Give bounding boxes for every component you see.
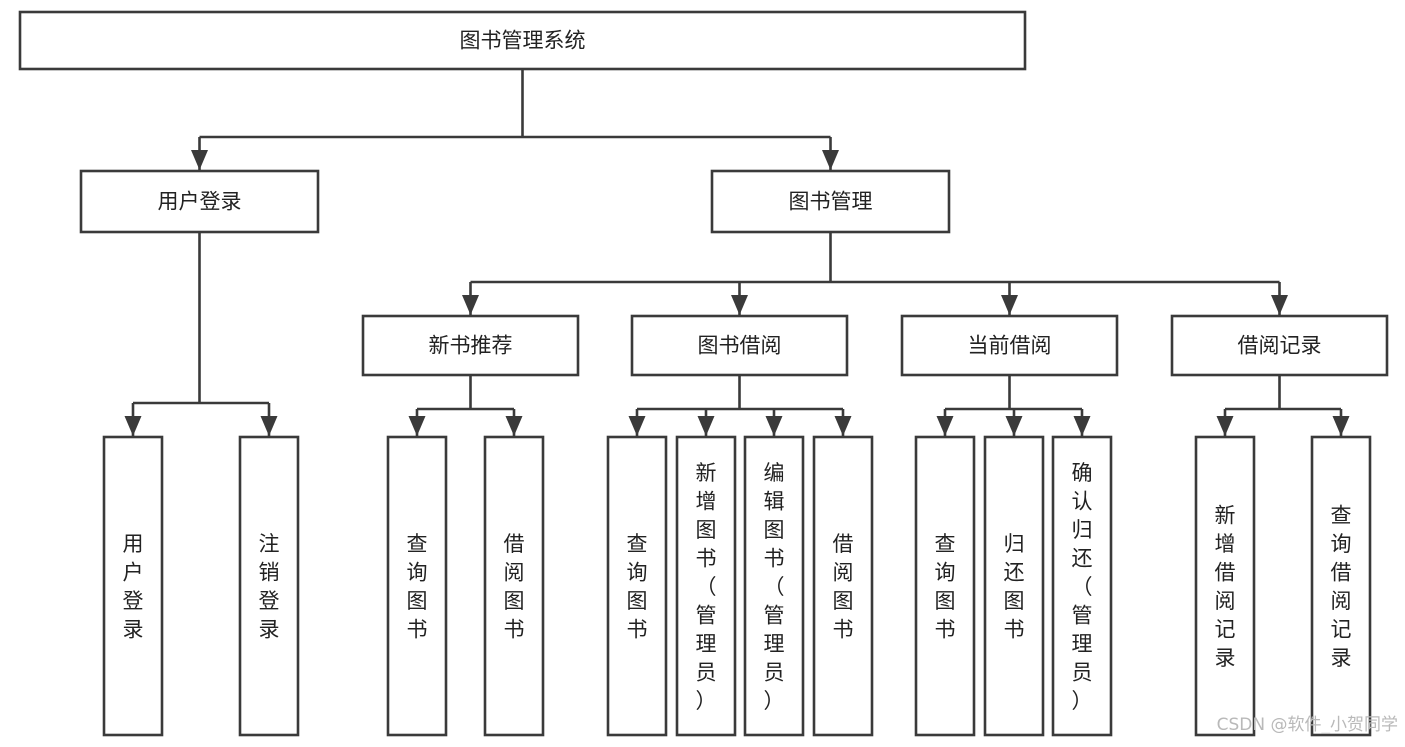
node-label: 确认归还（管理员） [1072, 461, 1093, 713]
node-book-borrow[interactable]: 图书借阅 [630, 314, 849, 377]
edge-group-borrow-record [1216, 375, 1350, 436]
node-new-book-rec[interactable]: 新书推荐 [361, 314, 580, 377]
node-label: 注销登录 [259, 532, 280, 642]
node-box [1310, 435, 1372, 737]
node-leaf-add-book[interactable]: 新增图书（管理员） [675, 435, 737, 737]
node-label: 编辑图书（管理员） [764, 461, 785, 713]
arrow-head-icon [765, 416, 783, 436]
node-box [1170, 314, 1389, 377]
node-user-login[interactable]: 用户登录 [79, 169, 320, 234]
arrow-head-icon [936, 416, 954, 436]
arrow-head-icon [1332, 416, 1350, 436]
node-label: 查询图书 [935, 532, 956, 642]
arrow-head-icon [124, 416, 142, 436]
node-book-manage[interactable]: 图书管理 [710, 169, 951, 234]
arrow-head-icon [1073, 416, 1091, 436]
node-box [606, 435, 668, 737]
node-label: 图书管理 [789, 190, 873, 214]
node-box [900, 314, 1119, 377]
edge-group-book-manage [462, 232, 1288, 315]
node-box [483, 435, 545, 737]
csdn-watermark: CSDN @软件_小贺同学 [1217, 715, 1398, 735]
node-label: 图书管理系统 [460, 29, 586, 53]
arrow-head-icon [1001, 295, 1018, 315]
node-borrow-record[interactable]: 借阅记录 [1170, 314, 1389, 377]
node-leaf-borrow-book-2[interactable]: 借阅图书 [812, 435, 874, 737]
node-label: 用户登录 [123, 532, 144, 642]
arrow-head-icon [834, 416, 852, 436]
node-box [1194, 435, 1256, 737]
node-box [102, 435, 164, 737]
arrow-head-icon [628, 416, 646, 436]
node-current-borrow[interactable]: 当前借阅 [900, 314, 1119, 377]
node-label: 新书推荐 [429, 334, 513, 358]
arrow-head-icon [505, 416, 523, 436]
node-label: 查询图书 [627, 532, 648, 642]
node-label: 新增借阅记录 [1215, 504, 1236, 671]
node-box [630, 314, 849, 377]
arrow-head-icon [408, 416, 426, 436]
arrow-head-icon [731, 295, 748, 315]
arrow-head-icon [1271, 295, 1288, 315]
node-box [386, 435, 448, 737]
node-leaf-edit-book[interactable]: 编辑图书（管理员） [743, 435, 805, 737]
node-leaf-query-book-3[interactable]: 查询图书 [914, 435, 976, 737]
edge-group-user-login [124, 232, 278, 436]
node-box [983, 435, 1045, 737]
node-leaf-query-record[interactable]: 查询借阅记录 [1310, 435, 1372, 737]
node-label: 借阅图书 [833, 532, 854, 642]
node-root[interactable]: 图书管理系统 [18, 10, 1027, 71]
arrow-head-icon [1005, 416, 1023, 436]
node-box [710, 169, 951, 234]
node-box [812, 435, 874, 737]
node-label: 用户登录 [158, 190, 242, 214]
arrow-head-icon [191, 150, 208, 170]
node-label: 查询图书 [407, 532, 428, 642]
node-label: 查询借阅记录 [1331, 504, 1352, 671]
node-label: 图书借阅 [698, 334, 782, 358]
node-box [1051, 435, 1113, 737]
node-leaf-return-book[interactable]: 归还图书 [983, 435, 1045, 737]
edge-group-current-borrow [936, 375, 1091, 436]
node-box [361, 314, 580, 377]
edges-layer [124, 69, 1350, 436]
node-leaf-borrow-book-1[interactable]: 借阅图书 [483, 435, 545, 737]
node-box [743, 435, 805, 737]
node-box [18, 10, 1027, 71]
arrow-head-icon [260, 416, 278, 436]
node-box [238, 435, 300, 737]
node-box [914, 435, 976, 737]
arrow-head-icon [462, 295, 479, 315]
edge-group-book-borrow [628, 375, 852, 436]
node-leaf-add-record[interactable]: 新增借阅记录 [1194, 435, 1256, 737]
node-leaf-query-book-1[interactable]: 查询图书 [386, 435, 448, 737]
node-box [79, 169, 320, 234]
node-label: 借阅记录 [1238, 334, 1322, 358]
node-leaf-query-book-2[interactable]: 查询图书 [606, 435, 668, 737]
node-leaf-confirm-return[interactable]: 确认归还（管理员） [1051, 435, 1113, 737]
node-label: 当前借阅 [968, 334, 1052, 358]
node-leaf-user-login[interactable]: 用户登录 [102, 435, 164, 737]
nodes-layer: 图书管理系统用户登录图书管理新书推荐图书借阅当前借阅借阅记录用户登录注销登录查询… [18, 10, 1389, 737]
node-leaf-user-logout[interactable]: 注销登录 [238, 435, 300, 737]
node-label: 新增图书（管理员） [696, 461, 717, 713]
node-label: 借阅图书 [504, 532, 525, 642]
node-label: 归还图书 [1004, 532, 1025, 642]
arrow-head-icon [822, 150, 839, 170]
edge-group-new-book-rec [408, 375, 523, 436]
arrow-head-icon [697, 416, 715, 436]
node-box [675, 435, 737, 737]
edge-group-root [191, 69, 839, 170]
arrow-head-icon [1216, 416, 1234, 436]
